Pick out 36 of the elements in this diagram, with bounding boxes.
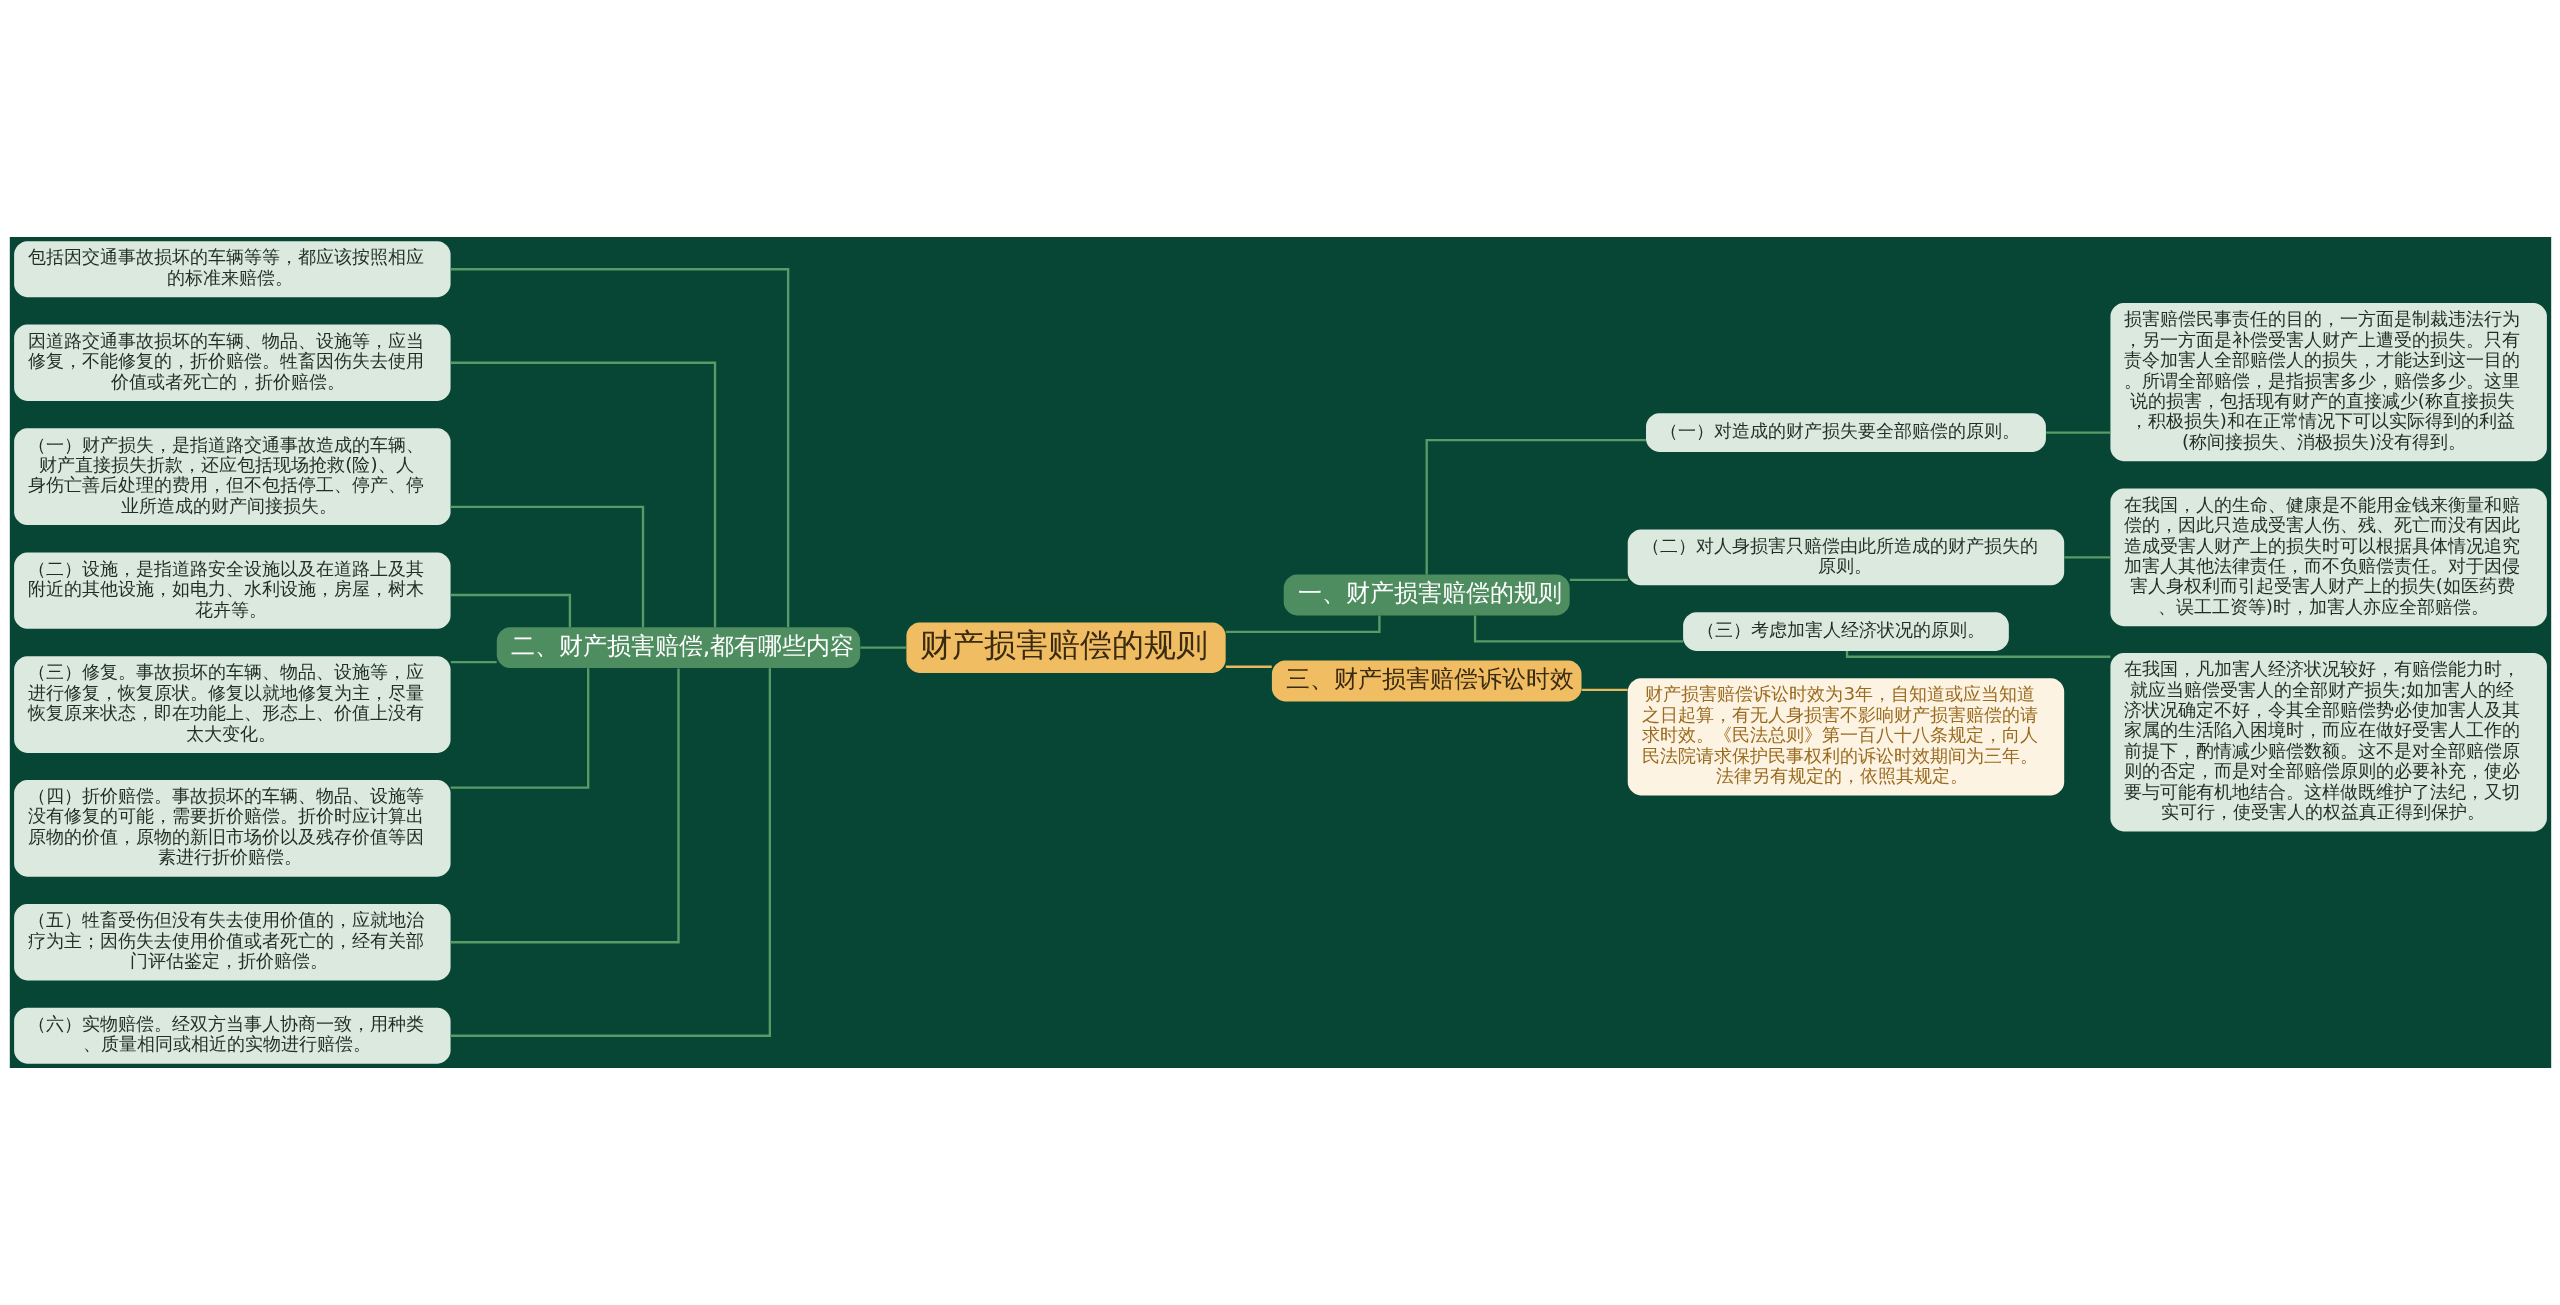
connector: [1569, 578, 1628, 582]
node-box: （五）牲畜受伤但没有失去使用价值的，应就地治疗为主；因伤失去使用价值或者死亡的，经有关部门评估鉴定，折价赔偿。: [13, 904, 451, 981]
connector: [1225, 615, 1381, 634]
connector: [450, 593, 571, 628]
node-box: 一、财产损害赔偿的规则: [1283, 574, 1570, 616]
node-box: 三、财产损害赔偿诉讼时效: [1271, 660, 1581, 702]
node-box: （一）财产损失，是指道路交通事故造成的车辆、财产直接损失折款，还应包括现场抢救(险)、人身伤亡善后处理的费用，但不包括停工、停产、停业所造成的财产间接损失。: [13, 428, 451, 526]
node-box: （六）实物赔偿。经双方当事人协商一致，用种类、质量相同或相近的实物进行赔偿。: [13, 1007, 451, 1064]
connector: [1225, 665, 1272, 668]
node-box: 财产损害赔偿的规则: [905, 622, 1226, 673]
node-box: （三）修复。事故损坏的车辆、物品、设施等，应进行修复，恢复原状。修复以就地修复为主，尽量恢复原来状态，即在功能上、形态上、价值上没有太大变化。: [13, 656, 451, 753]
connector: [1425, 439, 1646, 575]
connector: [1581, 688, 1628, 692]
node-box: （二）对人身损害只赔偿由此所造成的财产损失的原则。: [1627, 529, 2064, 586]
connector: [450, 668, 589, 789]
connector: [450, 668, 771, 1037]
node-box: 包括因交通事故损坏的车辆等等，都应该按照相应的标准来赔偿。: [13, 241, 451, 298]
connector: [1845, 650, 2110, 658]
node-box: 在我国，凡加害人经济状况较好，有赔偿能力时，就应当赔偿受害人的全部财产损失;如加害人的经济状况确定不好，令其全部赔偿势必使加害人及其家属的生活陷入困境时，而应在做好受害人工作的前提下，酌情减少赔偿数额。这不是对全部赔偿原则的否定，而是对全部赔偿原则的必要补充，使必要与可能有机地结合。这样做既维护了法纪，又切实可行，使受害人的权益真正得到保护。: [2109, 653, 2547, 832]
connector: [450, 668, 680, 944]
node-box: 损害赔偿民事责任的目的，一方面是制裁违法行为，另一方面是补偿受害人财产上遭受的损失。只有责令加害人全部赔偿人的损失，才能达到这一目的。所谓全部赔偿，是指损害多少，赔偿多少。这里说的损害，包括现有财产的直接减少(称直接损失，积极损失)和在正常情况下可以实际得到的利益(称间接损失、消极损失)没有得到。: [2109, 303, 2547, 462]
connector: [2063, 556, 2110, 559]
node-box: （一）对造成的财产损失要全部赔偿的原则。: [1645, 413, 2046, 452]
connector: [450, 268, 789, 628]
node-box: 在我国，人的生命、健康是不能用金钱来衡量和赔偿的，因此只造成受害人伤、残、死亡而没有因此造成受害人财产上的损失时可以根据具体情况追究加害人其他法律责任，而不负赔偿责任。对于因侵害人身权利而引起受害人财产上的损失(如医药费、误工工资等)时，加害人亦应全部赔偿。: [2109, 488, 2547, 627]
connector: [450, 505, 644, 628]
node-box: 因道路交通事故损坏的车辆、物品、设施等，应当修复，不能修复的，折价赔偿。牲畜因伤失去使用价值或者死亡的，折价赔偿。: [13, 324, 451, 401]
node-box: 财产损害赔偿诉讼时效为3年，自知道或应当知道之日起算，有无人身损害不影响财产损害赔偿的请求时效。《民法总则》第一百八十八条规定，向人民法院请求保护民事权利的诉讼时效期间为三年。法律另有规定的，依照其规定。: [1627, 678, 2064, 796]
connector: [2045, 431, 2110, 434]
connector: [450, 661, 497, 664]
node-box: 二、财产损害赔偿,都有哪些内容: [496, 627, 860, 669]
node-box: （三）考虑加害人经济状况的原则。: [1682, 612, 2009, 651]
connector: [859, 646, 906, 649]
node-box: （四）折价赔偿。事故损坏的车辆、物品、设施等没有修复的可能，需要折价赔偿。折价时应计算出原物的价值，原物的新旧市场价以及残存价值等因素进行折价赔偿。: [13, 779, 451, 877]
connector: [450, 361, 716, 628]
node-box: （二）设施，是指道路安全设施以及在道路上及其附近的其他设施，如电力、水利设施，房屋，树木花卉等。: [13, 552, 451, 629]
